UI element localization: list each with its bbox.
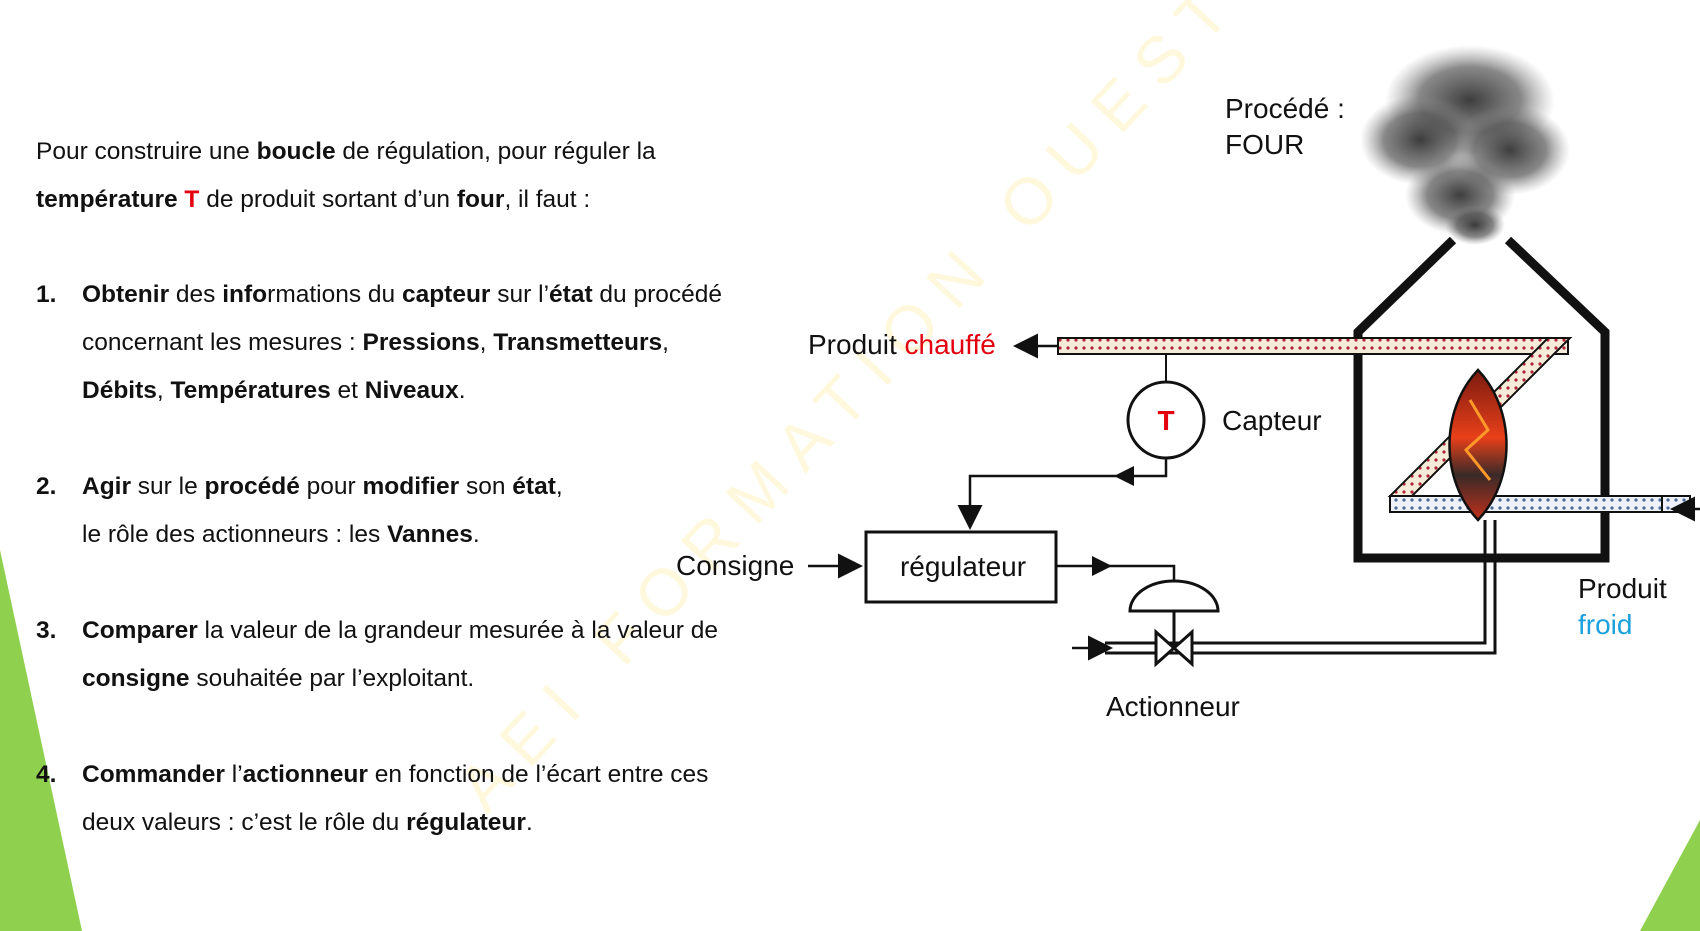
regulator-label: régulateur bbox=[900, 551, 1026, 582]
regulator-box bbox=[864, 530, 1058, 604]
step-text: Comparer la valeur de la grandeur mesuré… bbox=[82, 607, 736, 703]
step-text: Commander l’actionneur en fonction de l’… bbox=[82, 751, 736, 847]
step-text-part: . bbox=[458, 377, 466, 404]
control-valve bbox=[1116, 579, 1220, 668]
step-keyword: Obtenir bbox=[82, 281, 170, 308]
step-text-part: sur le bbox=[131, 473, 205, 500]
process-label-line2: FOUR bbox=[1225, 129, 1304, 160]
step-number: 3. bbox=[36, 617, 57, 644]
intro-paragraph: Pour construire une boucle de régulation… bbox=[36, 128, 736, 224]
heated-product-word: Produit bbox=[808, 329, 897, 360]
step-text-part: des bbox=[169, 281, 223, 308]
step-keyword: procédé bbox=[204, 473, 300, 500]
actuator-label: Actionneur bbox=[1106, 691, 1240, 722]
step-text: Agir sur le procédé pour modifier son ét… bbox=[82, 463, 736, 559]
step-text-part: , bbox=[156, 377, 171, 404]
steps-list: 1. Obtenir des informations du capteur su… bbox=[36, 271, 736, 847]
step-keyword: modifier bbox=[362, 473, 460, 500]
step-item: 3. Comparer la valeur de la grandeur mesu… bbox=[36, 607, 736, 703]
step-keyword: Pressions bbox=[362, 329, 480, 356]
intro-text: , il faut : bbox=[504, 186, 591, 213]
step-text-part: . bbox=[525, 809, 533, 836]
sensor-label: Capteur bbox=[1222, 405, 1322, 436]
step-text-part: l’ bbox=[224, 761, 243, 788]
burner-flame bbox=[1448, 368, 1508, 522]
process-label-line1: Procédé : bbox=[1225, 93, 1345, 124]
sensor-letter: T bbox=[1157, 405, 1174, 436]
cold-product-label-line1: Produit bbox=[1578, 573, 1667, 604]
step-text-part: en fonction de l’écart entre ces deux va… bbox=[82, 761, 709, 836]
step-number: 2. bbox=[36, 473, 57, 500]
step-text-part: . bbox=[472, 521, 480, 548]
step-keyword: Niveaux bbox=[364, 377, 459, 404]
temperature-symbol: T bbox=[184, 186, 200, 213]
step-keyword: état bbox=[549, 281, 593, 308]
furnace bbox=[1353, 236, 1610, 563]
setpoint-label: Consigne bbox=[676, 550, 794, 581]
intro-bold: four bbox=[456, 186, 505, 213]
step-keyword: régulateur bbox=[406, 809, 526, 836]
cold-product-label-line2: froid bbox=[1578, 609, 1632, 640]
heated-product-label: Produit chauffé bbox=[808, 329, 996, 360]
heated-product-color-word: chauffé bbox=[905, 329, 996, 360]
step-keyword: info bbox=[222, 281, 268, 308]
intro-bold: température bbox=[36, 186, 178, 213]
step-keyword: Commander bbox=[82, 761, 225, 788]
step-number: 4. bbox=[36, 761, 57, 788]
step-text-part: la valeur de la grandeur mesurée à la va… bbox=[197, 617, 718, 644]
step-keyword: capteur bbox=[401, 281, 491, 308]
step-text-part: sur l’ bbox=[490, 281, 550, 308]
step-text-part: le rôle des actionneurs : les bbox=[82, 521, 388, 548]
step-keyword: actionneur bbox=[242, 761, 368, 788]
step-text: Obtenir des informations du capteur sur … bbox=[82, 271, 736, 415]
step-text-part: rmations du bbox=[267, 281, 402, 308]
step-keyword: consigne bbox=[82, 665, 190, 692]
step-text-part: et bbox=[330, 377, 365, 404]
step-keyword: Transmetteurs bbox=[493, 329, 663, 356]
intro-text: de régulation, pour réguler la bbox=[335, 138, 656, 165]
deco-triangle-left bbox=[0, 550, 82, 931]
step-keyword: état bbox=[512, 473, 556, 500]
step-text-part: du procédé concernant les mesures : bbox=[82, 281, 723, 356]
step-item: 2. Agir sur le procédé pour modifier son … bbox=[36, 463, 736, 559]
step-text-part: souhaitée par l’exploitant. bbox=[189, 665, 475, 692]
step-keyword: Températures bbox=[170, 377, 331, 404]
fuel-line bbox=[1105, 520, 1497, 655]
step-keyword: Agir bbox=[82, 473, 131, 500]
smoke-cloud bbox=[1360, 45, 1570, 245]
cold-product-coil bbox=[1389, 495, 1663, 513]
step-keyword: Débits bbox=[82, 377, 157, 404]
step-text-part: , bbox=[479, 329, 494, 356]
step-number: 1. bbox=[36, 281, 57, 308]
step-item: 1. Obtenir des informations du capteur su… bbox=[36, 271, 736, 415]
step-text-part: , bbox=[662, 329, 669, 356]
step-text-part: pour bbox=[299, 473, 363, 500]
deco-triangle-right bbox=[1640, 820, 1700, 931]
intro-bold: boucle bbox=[256, 138, 336, 165]
step-item: 4. Commander l’actionneur en fonction de … bbox=[36, 751, 736, 847]
intro-text: Pour construire une bbox=[36, 138, 257, 165]
step-text-part: son bbox=[459, 473, 513, 500]
measurement-signal-line bbox=[957, 458, 1168, 530]
step-keyword: Vannes bbox=[387, 521, 473, 548]
step-keyword: Comparer bbox=[82, 617, 198, 644]
explanation-text: Pour construire une boucle de régulation… bbox=[36, 128, 736, 895]
intro-text: de produit sortant d’un bbox=[199, 186, 457, 213]
step-text-part: , bbox=[555, 473, 563, 500]
